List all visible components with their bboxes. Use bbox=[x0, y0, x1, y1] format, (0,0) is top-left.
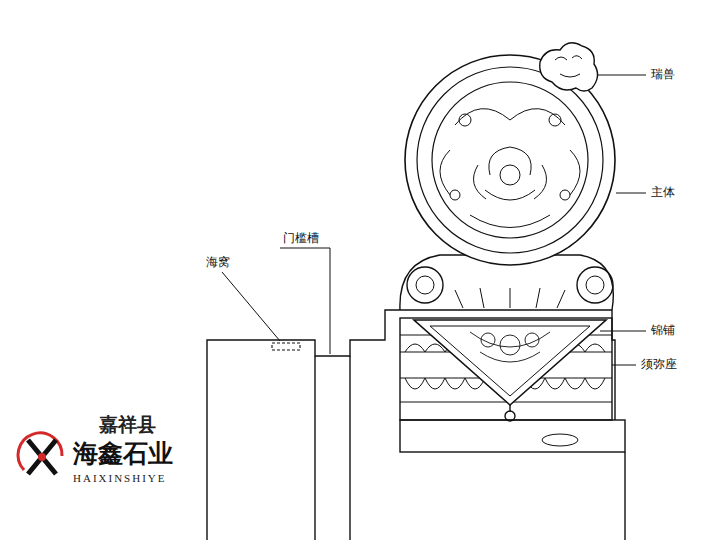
brocade-inner bbox=[430, 326, 590, 396]
brocade-cloth bbox=[414, 320, 606, 405]
beast-detail bbox=[555, 56, 582, 77]
part-label: 主体 bbox=[650, 186, 676, 200]
part-label: 瑞兽 bbox=[650, 68, 676, 82]
plinth-ornament bbox=[542, 434, 578, 446]
base-outline bbox=[207, 310, 615, 540]
brocade-pattern bbox=[470, 332, 550, 362]
drum-flower bbox=[440, 109, 580, 228]
part-label: 须弥座 bbox=[640, 358, 678, 372]
watermark-company: 海鑫石业 bbox=[72, 440, 174, 469]
part-label: 门槛槽 bbox=[282, 232, 320, 246]
pedestal-frame bbox=[400, 318, 612, 420]
drum-face bbox=[432, 82, 588, 238]
plinth bbox=[400, 420, 625, 452]
scroll-leaves bbox=[455, 288, 565, 308]
scroll-right-inner bbox=[586, 276, 604, 294]
leader-lines bbox=[222, 75, 646, 365]
watermark-latin: HAIXINSHIYE bbox=[72, 472, 168, 485]
scroll-left bbox=[407, 267, 443, 303]
base-edge bbox=[349, 356, 350, 540]
company-logo bbox=[18, 433, 62, 474]
drum-rim bbox=[417, 67, 603, 253]
pivot-socket bbox=[272, 343, 300, 350]
groove-edge bbox=[314, 356, 315, 540]
scroll-left-inner bbox=[416, 276, 434, 294]
plinth-edge bbox=[624, 452, 625, 540]
watermark-place: 嘉祥县 bbox=[98, 414, 157, 436]
part-label: 海窝 bbox=[205, 256, 231, 270]
scroll-right bbox=[577, 267, 613, 303]
beast bbox=[540, 43, 598, 91]
part-label: 锦铺 bbox=[650, 324, 676, 338]
